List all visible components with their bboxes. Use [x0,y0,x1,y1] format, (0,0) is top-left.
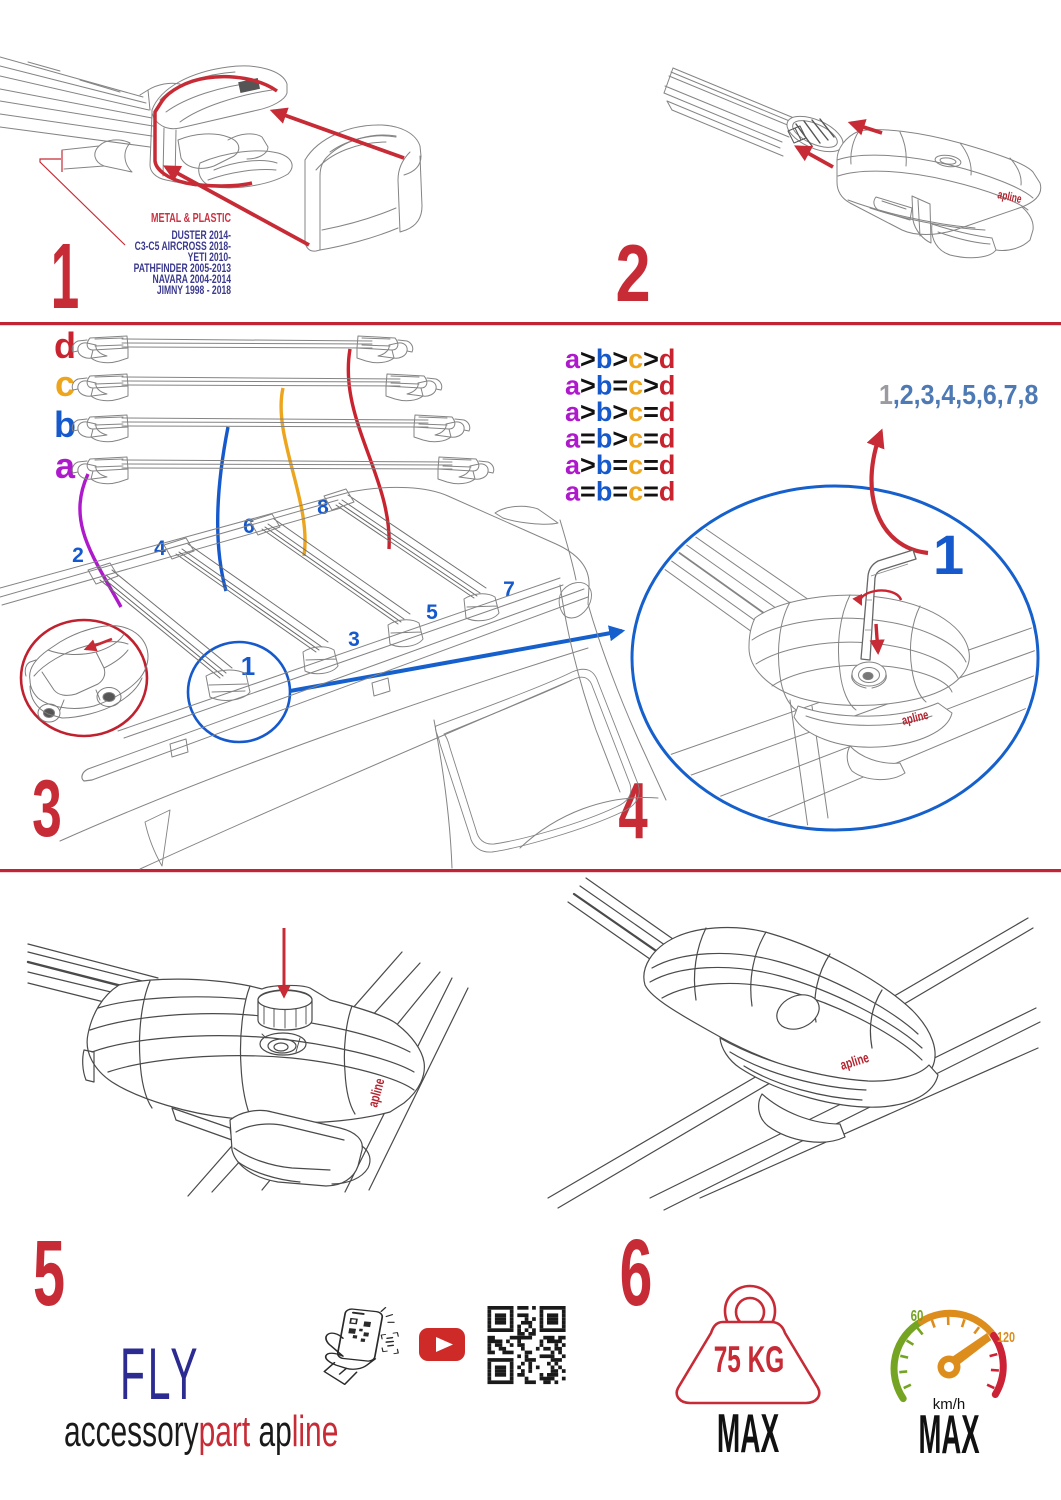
svg-text:7: 7 [503,578,515,601]
svg-text:a>b>c>d: a>b>c>d [565,344,675,374]
svg-text:8: 8 [317,496,329,519]
svg-text:JIMNY 1998 - 2018: JIMNY 1998 - 2018 [157,285,231,298]
svg-text:apline: apline [365,1076,388,1108]
svg-text:a>b>c=d: a>b>c=d [565,397,675,427]
svg-text:NAVARA 2004-2014: NAVARA 2004-2014 [153,274,232,287]
svg-text:PATHFINDER 2005-2013: PATHFINDER 2005-2013 [134,263,232,276]
svg-text:60: 60 [911,1306,924,1324]
svg-text:DUSTER 2014-: DUSTER 2014- [171,230,231,243]
svg-text:MAX: MAX [918,1405,979,1466]
svg-text:2: 2 [72,544,84,567]
svg-text:C3-C5 AIRCROSS 2018-: C3-C5 AIRCROSS 2018- [135,241,231,254]
svg-text:1: 1 [933,523,964,586]
svg-text:75 KG: 75 KG [714,1339,785,1380]
svg-text:accessorypart apline: accessorypart apline [64,1406,338,1455]
svg-text:a=b=c=d: a=b=c=d [565,477,675,507]
svg-text:1: 1 [51,224,79,328]
svg-text:6: 6 [620,1218,653,1325]
svg-text:c: c [55,363,75,404]
svg-text:1,2,3,4,5,6,7,8: 1,2,3,4,5,6,7,8 [879,379,1038,411]
svg-text:a=b>c=d: a=b>c=d [565,424,675,454]
svg-text:apline: apline [996,189,1023,207]
svg-text:2: 2 [615,229,650,319]
svg-text:METAL & PLASTIC: METAL & PLASTIC [151,212,231,226]
svg-text:a>b=c>d: a>b=c>d [565,371,675,401]
svg-text:a: a [55,445,76,486]
svg-text:MAX: MAX [717,1403,779,1465]
svg-text:d: d [54,325,76,366]
svg-text:FLY: FLY [120,1332,200,1415]
svg-text:1: 1 [241,651,255,681]
svg-text:apline: apline [901,708,931,728]
svg-text:km/h: km/h [933,1396,966,1413]
svg-text:5: 5 [426,601,438,624]
svg-text:3: 3 [348,628,360,651]
svg-text:a>b=c=d: a>b=c=d [565,450,675,480]
svg-text:6: 6 [243,515,255,538]
svg-text:5: 5 [33,1222,65,1325]
svg-text:b: b [54,404,76,445]
svg-text:4: 4 [154,537,166,560]
svg-text:3: 3 [32,763,62,854]
svg-text:120: 120 [997,1328,1015,1345]
svg-text:YETI 2010-: YETI 2010- [188,252,231,265]
